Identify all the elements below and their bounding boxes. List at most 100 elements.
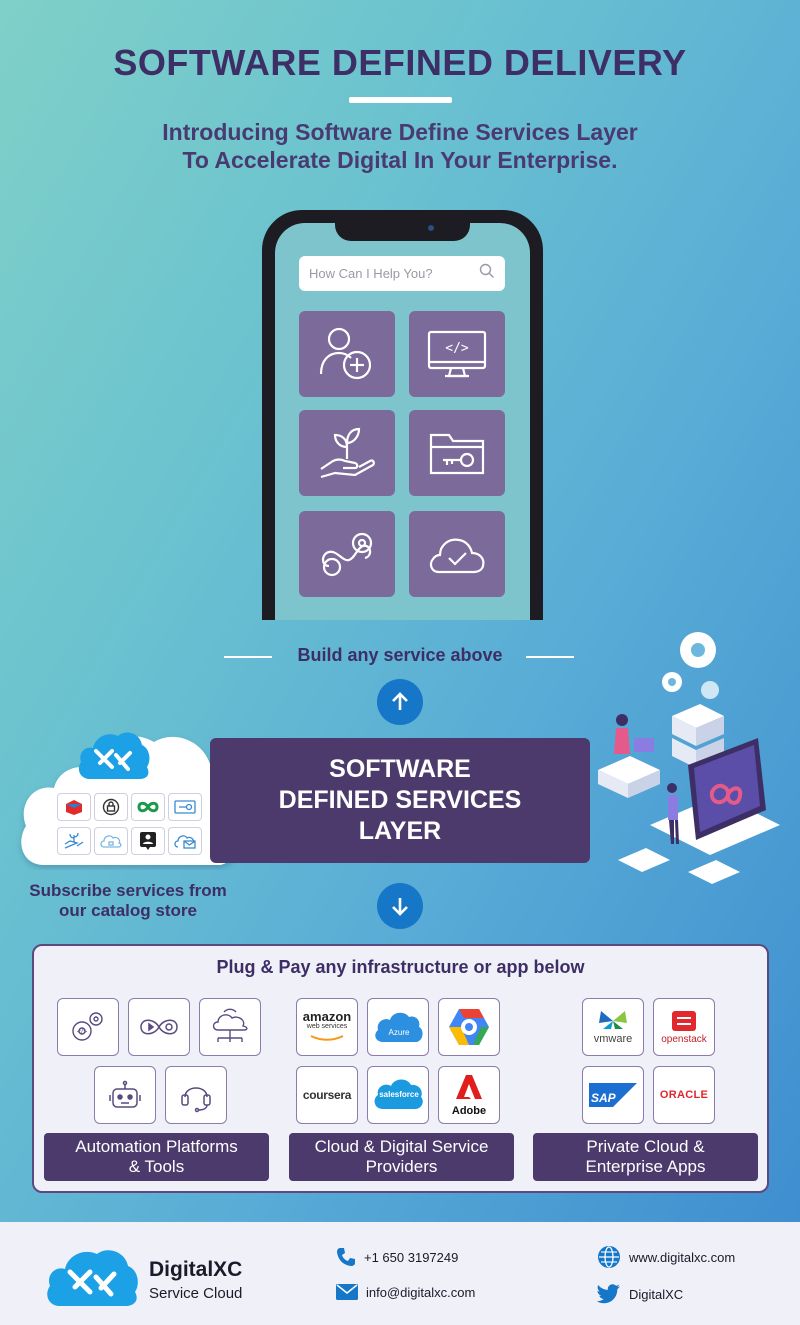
- cloud-check-icon: [429, 538, 485, 574]
- category-cloud-line-2: Providers: [365, 1157, 438, 1176]
- footer-twitter-text: DigitalXC: [629, 1286, 684, 1302]
- person-standing-icon: [667, 783, 679, 844]
- vmware-butterfly-icon: [598, 1011, 627, 1029]
- search-placeholder: How Can I Help You?: [309, 266, 433, 281]
- svg-text:</>: </>: [445, 341, 469, 356]
- tile-plant[interactable]: [299, 410, 395, 496]
- arrow-up-icon: [377, 679, 423, 725]
- amazon-logo-text: amazon: [302, 1009, 352, 1024]
- sap-logo[interactable]: SAP: [582, 1066, 644, 1124]
- openstack-logo[interactable]: openstack: [653, 998, 715, 1056]
- arrow-down-icon: [377, 883, 423, 929]
- footer-phone[interactable]: +1 650 3197249: [336, 1247, 458, 1267]
- oracle-logo[interactable]: ORACLE: [653, 1066, 715, 1124]
- footer-twitter[interactable]: DigitalXC: [597, 1284, 683, 1304]
- category-automation-label: Automation Platforms& Tools: [44, 1133, 269, 1181]
- aws-logo-subtext: web services: [306, 1023, 348, 1030]
- title-underline: [349, 97, 452, 103]
- google-cloud-logo[interactable]: [438, 998, 500, 1056]
- category-cloud-line-1: Cloud & Digital Service: [314, 1137, 489, 1156]
- automation-loop-logo[interactable]: [128, 998, 190, 1056]
- footer-email[interactable]: info@digitalxc.com: [336, 1284, 475, 1300]
- category-automation-line-1: Automation Platforms: [75, 1137, 238, 1156]
- divider-right: [526, 656, 574, 658]
- footer-website[interactable]: www.digitalxc.com: [597, 1245, 735, 1269]
- oracle-logo-text: ORACLE: [659, 1089, 709, 1101]
- build-service-text: Build any service above: [297, 645, 503, 665]
- openstack-icon: [672, 1011, 696, 1031]
- coursera-logo[interactable]: coursera: [296, 1066, 358, 1124]
- cloud-network-icon: [212, 1008, 248, 1042]
- adobe-logo-text: Adobe: [451, 1105, 487, 1117]
- plant-hand-icon: [320, 427, 375, 479]
- catalog-cloud-mail-icon: [168, 827, 202, 855]
- sds-line-3: LAYER: [358, 817, 442, 845]
- salesforce-logo[interactable]: salesforce: [367, 1066, 429, 1124]
- adobe-a-icon: [455, 1075, 482, 1099]
- salesforce-logo-text: salesforce: [379, 1090, 419, 1099]
- isometric-illustration: [598, 632, 780, 884]
- tile-devops[interactable]: [299, 511, 395, 597]
- brand-name: DigitalXC: [149, 1258, 243, 1281]
- phone-camera: [428, 225, 434, 231]
- page-title: SOFTWARE DEFINED DELIVERY: [113, 42, 687, 83]
- footer-phone-text: +1 650 3197249: [364, 1249, 459, 1265]
- tile-code[interactable]: </>: [409, 311, 505, 397]
- adobe-logo[interactable]: Adobe: [438, 1066, 500, 1124]
- category-private-cloud-label: Private Cloud &Enterprise Apps: [533, 1133, 758, 1181]
- subtitle-line-2: To Accelerate Digital In Your Enterprise…: [182, 147, 618, 173]
- tile-key-folder[interactable]: [409, 410, 505, 496]
- subscribe-line-1: Subscribe services from: [29, 881, 227, 900]
- coursera-logo-text: coursera: [302, 1088, 352, 1102]
- mail-icon: [336, 1284, 358, 1300]
- sds-layer-box: SOFTWARE DEFINED SERVICES LAYER: [210, 738, 590, 863]
- panel-title: Plug & Pay any infrastructure or app bel…: [216, 957, 585, 977]
- automation-headset-logo[interactable]: [165, 1066, 227, 1124]
- digitalxc-logo-icon: [47, 1250, 138, 1306]
- key-folder-icon: [429, 433, 485, 475]
- footer-email-text: info@digitalxc.com: [366, 1284, 476, 1300]
- catalog-lock-icon: [94, 793, 128, 821]
- catalog-box-icon: [57, 793, 91, 821]
- catalog-key-icon: [168, 793, 202, 821]
- google-cloud-hex-icon: [449, 1009, 489, 1045]
- add-user-icon: [319, 327, 372, 380]
- robot-icon: [109, 1080, 141, 1108]
- sds-line-2: DEFINED SERVICES: [278, 786, 522, 814]
- vmware-logo-text: vmware: [593, 1033, 633, 1045]
- automation-robot-logo[interactable]: [94, 1066, 156, 1124]
- amazon-smile-icon: [310, 1035, 344, 1041]
- headset-icon: [181, 1087, 211, 1113]
- globe-icon: [598, 1246, 620, 1268]
- divider-left: [224, 656, 272, 658]
- code-monitor-icon: </>: [427, 330, 487, 378]
- salesforce-cloud-icon: [374, 1079, 423, 1109]
- openstack-logo-text: openstack: [661, 1034, 707, 1045]
- catalog-plant-icon: [57, 827, 91, 855]
- gear-icon: [662, 632, 719, 699]
- search-icon[interactable]: [479, 263, 495, 284]
- devops-loop-icon: [140, 1019, 178, 1035]
- azure-logo[interactable]: Azure: [367, 998, 429, 1056]
- subscribe-text: Subscribe services from our catalog stor…: [18, 881, 238, 921]
- sds-line-1: SOFTWARE: [329, 755, 471, 783]
- category-private-line-2: Enterprise Apps: [585, 1157, 706, 1176]
- automation-cloud-network-logo[interactable]: [199, 998, 261, 1056]
- svg-text:</>: </>: [77, 1029, 87, 1036]
- vmware-logo[interactable]: vmware: [582, 998, 644, 1056]
- page-subtitle: Introducing Software Define Services Lay…: [0, 118, 800, 174]
- tile-cloud-check[interactable]: [409, 511, 505, 597]
- phone-icon: [337, 1248, 355, 1266]
- tile-add-user[interactable]: [299, 311, 395, 397]
- catalog-cloud-lock-icon: [94, 827, 128, 855]
- twitter-icon: [597, 1284, 620, 1304]
- brand-subtitle: Service Cloud: [149, 1285, 243, 1302]
- sap-logo-text: SAP: [591, 1091, 616, 1105]
- digitalxc-cloud-logo: [78, 732, 150, 779]
- automation-gears-logo[interactable]: </>: [57, 998, 119, 1056]
- phone-search-bar[interactable]: How Can I Help You?: [299, 256, 505, 291]
- gears-icon: </>: [72, 1012, 103, 1041]
- amazon-web-services-logo[interactable]: amazon web services: [296, 998, 358, 1056]
- code-tiles-icon: [618, 848, 740, 884]
